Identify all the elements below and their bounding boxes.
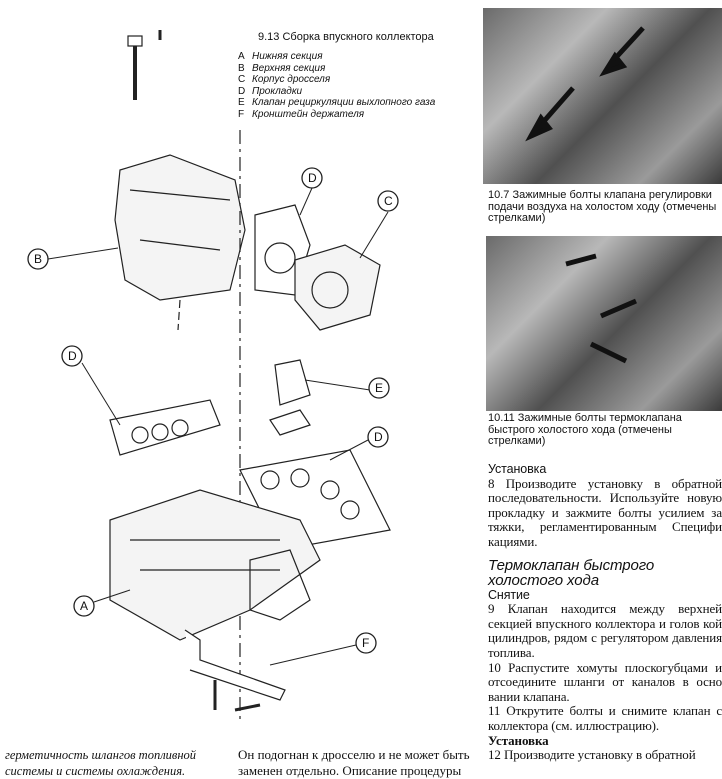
- subheading: Снятие: [488, 587, 530, 602]
- callout-f: F: [362, 636, 370, 650]
- callout-d: D: [374, 430, 383, 444]
- paragraph: 10 Распустите хомуты плоскогубцами и отс…: [488, 659, 722, 704]
- callout-d: D: [68, 349, 77, 363]
- photo-caption: 10.11 Зажимные болты термоклапана быстро…: [488, 412, 682, 447]
- callout-d: D: [308, 171, 317, 185]
- paragraph: 8 Производите установку в обратной после…: [488, 475, 722, 549]
- figure-title: 9.13 Сборка впускного коллектора: [258, 31, 434, 43]
- photo-caption: 10.7 Зажимные болты клапана регулировки …: [488, 189, 717, 224]
- callout-e: E: [375, 381, 384, 395]
- right-column-text: Установка 8 Производите установку в обра…: [488, 462, 722, 763]
- subheading: Установка: [488, 732, 549, 748]
- section-heading: Термоклапан быстрого холостого хода: [488, 556, 655, 589]
- paragraph: 12 Производите установку в обратной: [488, 747, 696, 763]
- intake-manifold-diagram: [27, 30, 399, 720]
- subheading: Установка: [488, 462, 547, 476]
- paragraph: 9 Клапан находится между верхней секцией…: [488, 601, 722, 660]
- callout-a: A: [80, 599, 89, 613]
- callout-b: B: [34, 252, 43, 266]
- photo-fast-idle-thermo-valve: [486, 236, 722, 411]
- photo-idle-air-valve: [483, 8, 722, 184]
- paragraph: 11 Открутите болты и снимите клапан с ко…: [488, 703, 722, 733]
- callout-c: C: [384, 194, 393, 208]
